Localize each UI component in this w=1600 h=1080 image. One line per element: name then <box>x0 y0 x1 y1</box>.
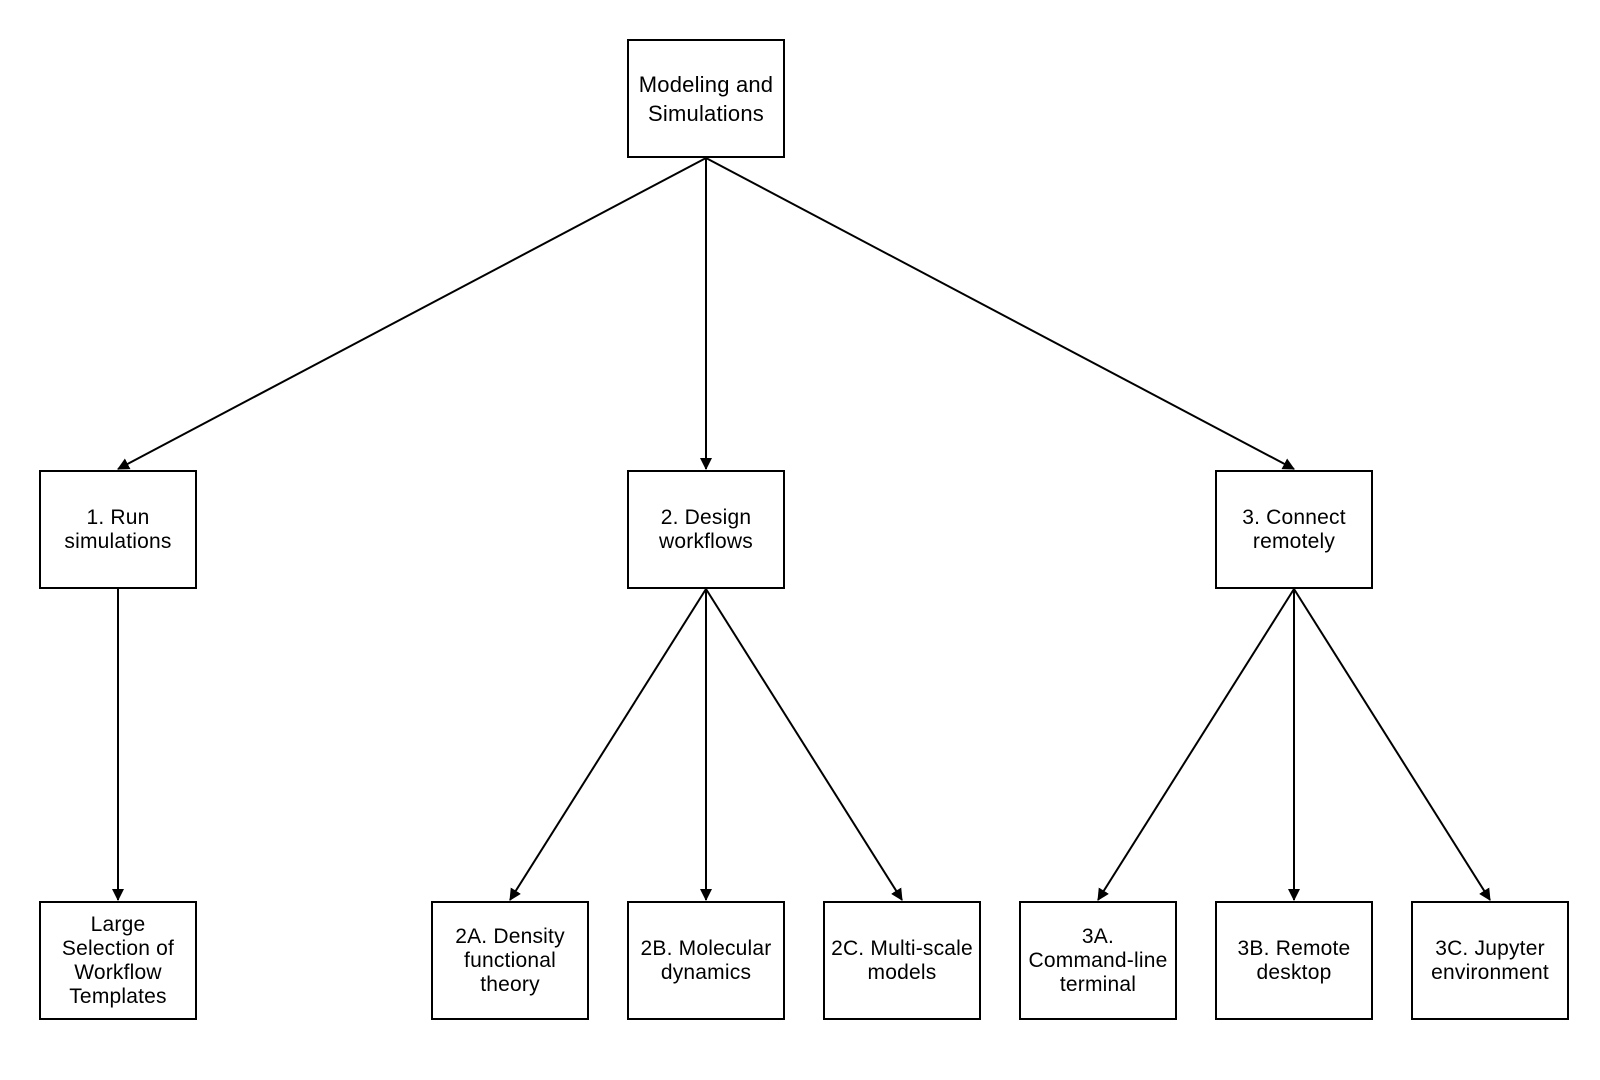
node-connect-remotely: 3. Connect remotely <box>1215 470 1373 589</box>
node-command-line-terminal: 3A. Command-line terminal <box>1019 901 1177 1020</box>
node-modeling-and-simulations: Modeling and Simulations <box>627 39 785 158</box>
node-molecular-dynamics: 2B. Molecular dynamics <box>627 901 785 1020</box>
node-label-density-functional-theory: 2A. Density functional theory <box>455 924 565 996</box>
arrow-root-to-n1 <box>117 157 707 470</box>
node-run-simulations: 1. Run simulations <box>39 470 197 589</box>
node-density-functional-theory: 2A. Density functional theory <box>431 901 589 1020</box>
node-label-jupyter-environment: 3C. Jupyter environment <box>1431 936 1549 984</box>
node-workflow-templates: Large Selection of Workflow Templates <box>39 901 197 1020</box>
node-label-root: Modeling and Simulations <box>638 71 774 126</box>
arrow-n2-to-n2c <box>705 588 903 901</box>
node-label-design-workflows: 2. Design workflows <box>659 505 753 553</box>
node-label-connect-remotely: 3. Connect remotely <box>1242 505 1346 553</box>
node-label-molecular-dynamics: 2B. Molecular dynamics <box>640 936 772 984</box>
arrow-n3-to-n3c <box>1293 588 1491 901</box>
node-label-multi-scale-models: 2C. Multi-scale models <box>831 936 973 984</box>
node-label-run-simulations: 1. Run simulations <box>64 505 172 553</box>
arrow-n2-to-n2a <box>509 588 707 901</box>
edges-layer <box>112 157 1491 901</box>
node-jupyter-environment: 3C. Jupyter environment <box>1411 901 1569 1020</box>
arrow-n3-to-n3a <box>1097 588 1295 901</box>
node-label-remote-desktop: 3B. Remote desktop <box>1237 936 1351 984</box>
node-remote-desktop: 3B. Remote desktop <box>1215 901 1373 1020</box>
node-design-workflows: 2. Design workflows <box>627 470 785 589</box>
node-label-command-line-terminal: 3A. Command-line terminal <box>1028 924 1168 996</box>
node-label-workflow-templates: Large Selection of Workflow Templates <box>61 912 175 1008</box>
arrow-root-to-n3 <box>705 157 1295 470</box>
node-multi-scale-models: 2C. Multi-scale models <box>823 901 981 1020</box>
